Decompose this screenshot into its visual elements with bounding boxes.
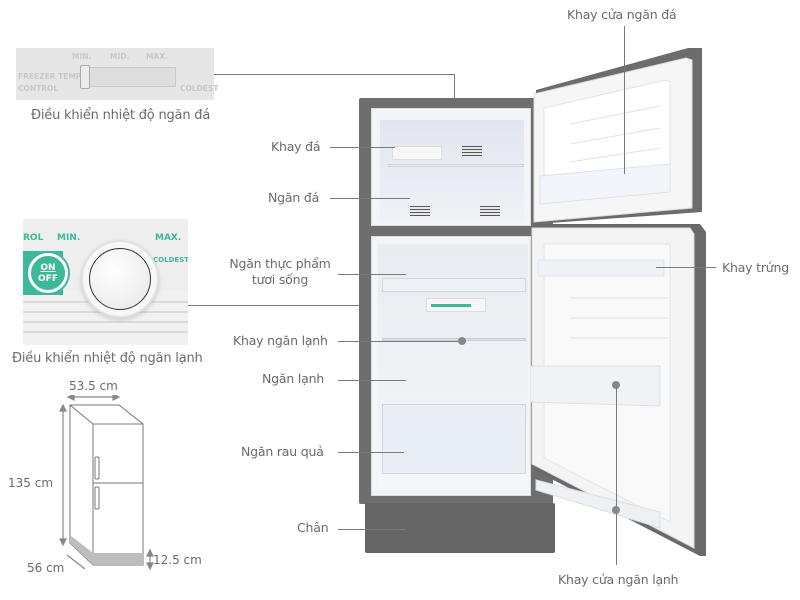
- freezer-control-caption: Điều khiển nhiệt độ ngăn đá: [31, 108, 211, 123]
- fridge-min-mark: MIN.: [57, 233, 81, 243]
- label-freezer-compartment: Ngăn đá: [268, 190, 320, 205]
- leader-line-freezer-control: [214, 74, 454, 75]
- fridge-thermostat: [426, 298, 486, 312]
- pointer-dot-fridge-shelf: [458, 337, 466, 345]
- leader-line-fridge-shelf: [338, 341, 461, 342]
- label-fresh-food-line2: tươi sống: [251, 272, 309, 287]
- leader-line-fridge-control: [188, 305, 428, 306]
- freezer-shelf: [388, 164, 524, 167]
- leader-line-fresh-food: [338, 274, 406, 275]
- freezer-mid-mark: MID.: [110, 52, 130, 61]
- freezer-control-label-1: FREEZER TEMP.: [18, 72, 83, 81]
- freezer-coldest-mark: COLDEST: [180, 84, 219, 93]
- leader-line-vegetable-crisper: [338, 452, 404, 453]
- dimension-width: 53.5 cm: [69, 379, 118, 393]
- fresh-food-drawer: [382, 278, 526, 292]
- leader-line-egg-tray: [656, 267, 716, 268]
- label-freezer-door-tray: Khay cửa ngăn đá: [567, 7, 677, 22]
- refrigerator-base: [365, 503, 555, 553]
- leader-line-freezer-compartment: [330, 198, 410, 199]
- leader-line-freezer-door-tray: [624, 26, 625, 174]
- freezer-cavity: [380, 120, 524, 220]
- label-base-stand: Chân: [297, 520, 329, 535]
- ice-tray-shape: [392, 146, 442, 160]
- fridge-max-mark: MAX.: [155, 233, 182, 243]
- leader-line-base-stand: [338, 529, 406, 530]
- freezer-slider-knob: [80, 65, 90, 89]
- leader-line-fridge-compartment: [338, 380, 406, 381]
- label-fresh-food-line1: Ngăn thực phẩm: [229, 256, 331, 271]
- crisper-drawer: [382, 404, 526, 474]
- leader-line-ice-tray: [330, 147, 395, 148]
- fridge-control-caption: Điều khiển nhiệt độ ngăn lạnh: [12, 351, 203, 366]
- freezer-min-mark: MIN.: [72, 52, 92, 61]
- fridge-cavity: [378, 244, 528, 488]
- fridge-control-photo: ROL MIN. MAX. COLDEST ON OFF: [23, 219, 188, 345]
- label-egg-tray: Khay trứng: [722, 260, 789, 275]
- label-fridge-shelf: Khay ngăn lạnh: [233, 333, 328, 348]
- on-off-button-icon: ON OFF: [28, 253, 68, 293]
- pointer-dot-fridge-door-tray-lower: [612, 506, 620, 514]
- leader-line-fridge-door-tray: [616, 385, 617, 565]
- temperature-dial-knob: [81, 240, 159, 318]
- label-ice-tray: Khay đá: [271, 139, 321, 154]
- freezer-control-label-2: CONTROL: [18, 84, 59, 93]
- glass-shelf: [382, 338, 526, 341]
- fridge-dimension-drawing: [59, 395, 154, 571]
- label-fridge-compartment: Ngăn lạnh: [262, 371, 325, 386]
- freezer-control-photo: MIN. MID. MAX. FREEZER TEMP. CONTROL COL…: [16, 48, 219, 100]
- label-fridge-door-tray: Khay cửa ngăn lạnh: [558, 572, 679, 587]
- dimension-base-height: 12.5 cm: [153, 553, 202, 567]
- freezer-max-mark: MAX.: [146, 52, 168, 61]
- label-vegetable-crisper: Ngăn rau quả: [241, 444, 324, 459]
- freezer-slider-track: [80, 67, 176, 87]
- dimension-depth: 56 cm: [27, 561, 65, 575]
- dimension-height: 135 cm: [8, 476, 54, 490]
- freezer-door: [533, 48, 702, 224]
- fridge-coldest-mark: COLDEST: [153, 256, 188, 264]
- fridge-control-partial-label: ROL: [23, 233, 44, 243]
- fridge-door: [530, 224, 706, 556]
